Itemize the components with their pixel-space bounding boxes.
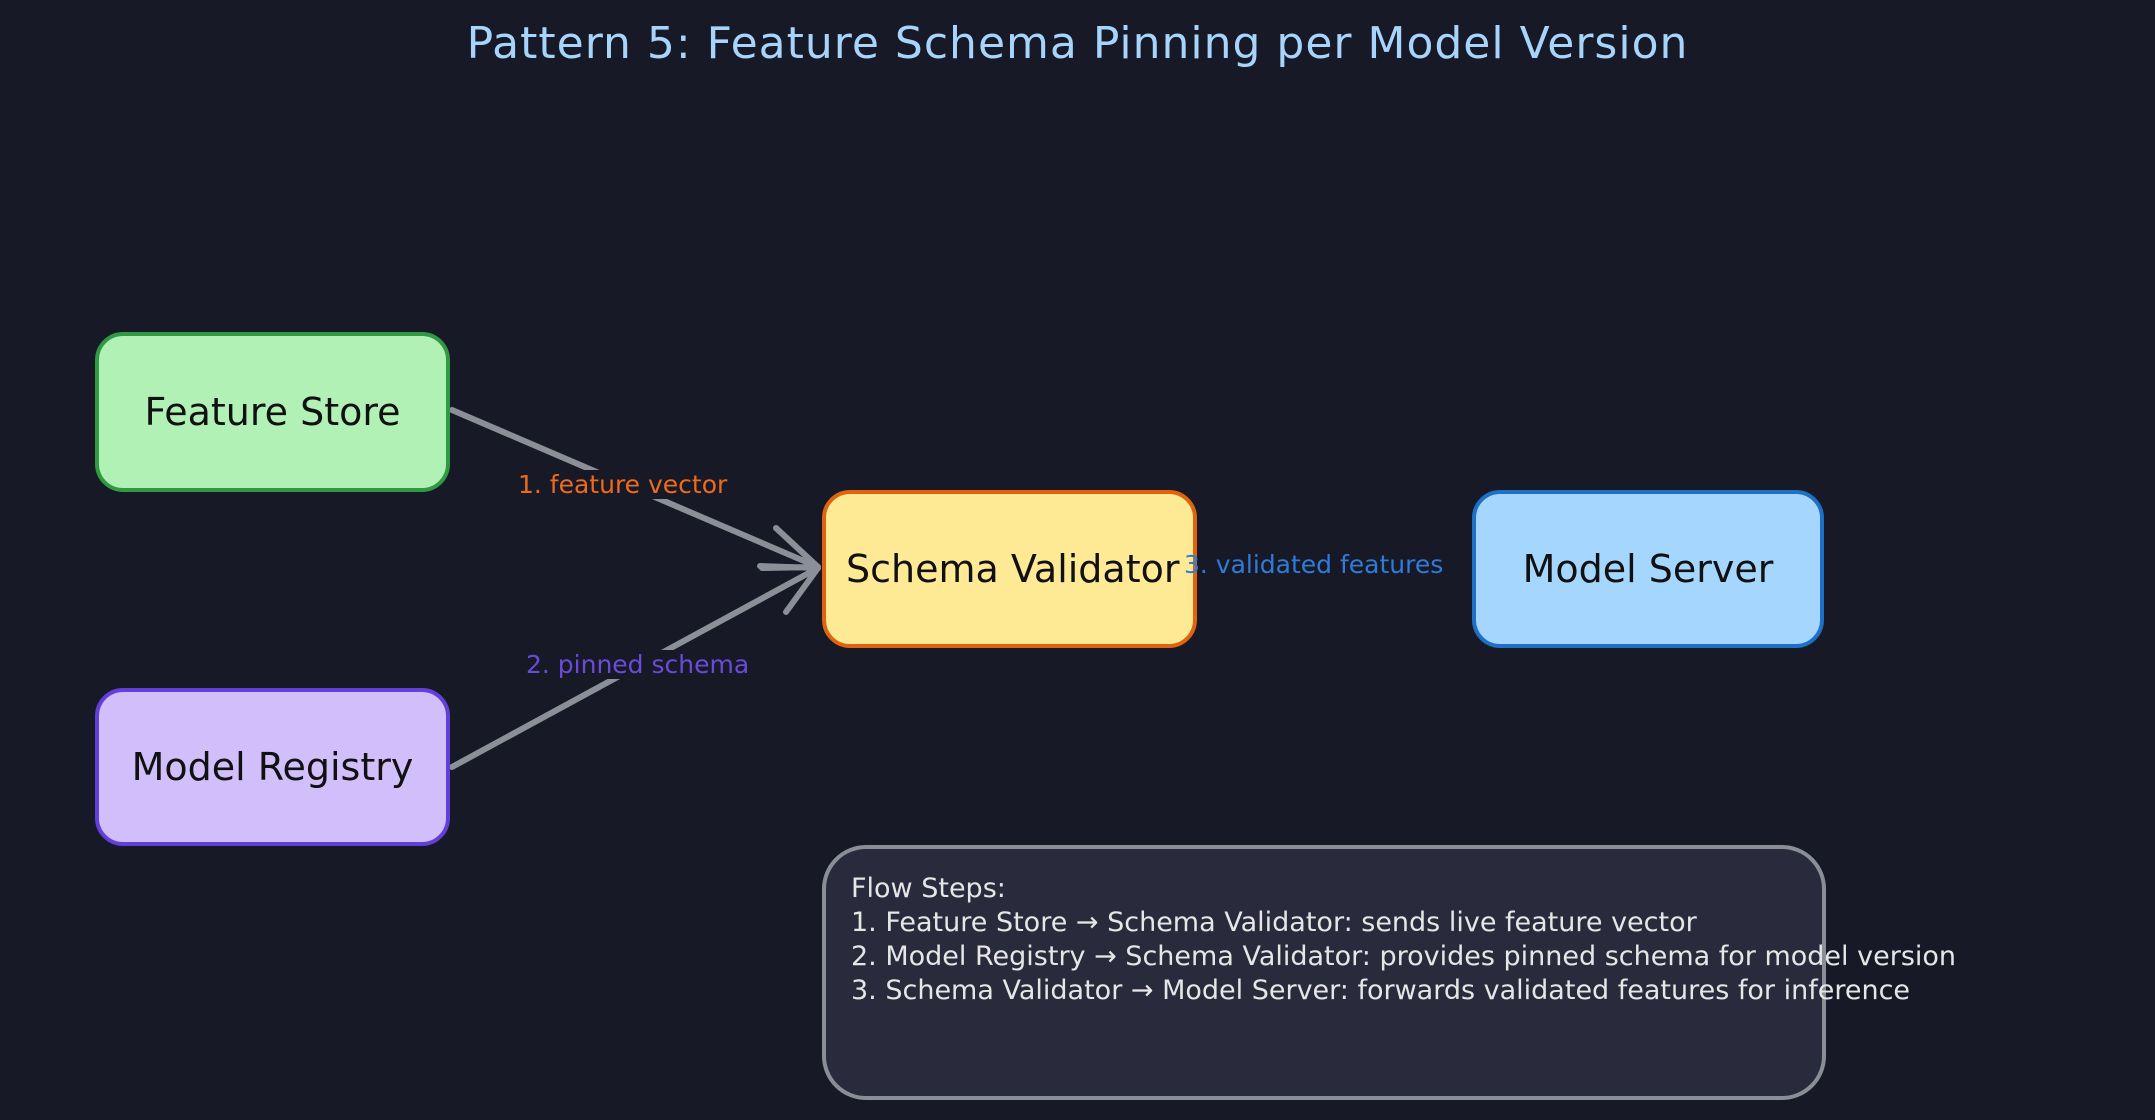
schema-validator-label: Schema Validator [846, 547, 1180, 591]
model-server-label: Model Server [1522, 547, 1774, 591]
arrowhead-pinned-schema [757, 563, 821, 615]
flow-steps-box [822, 845, 1826, 1100]
schema-validator-node[interactable]: Schema Validator [822, 490, 1197, 648]
feature-store-label: Feature Store [144, 390, 401, 434]
model-registry-label: Model Registry [131, 745, 414, 789]
edge-label-validated-features: 3. validated features [1184, 550, 1444, 579]
model-server-node[interactable]: Model Server [1472, 490, 1824, 648]
flow-step-2: 2. Model Registry → Schema Validator: pr… [851, 941, 1957, 972]
edge-label-feature-vector: 1. feature vector [514, 470, 732, 499]
flow-steps-heading: Flow Steps: [851, 873, 1006, 904]
flow-steps-text: Flow Steps: 1. Feature Store → Schema Va… [851, 872, 1956, 1008]
model-registry-node[interactable]: Model Registry [95, 688, 450, 846]
flow-step-1: 1. Feature Store → Schema Validator: sen… [851, 907, 1697, 938]
diagram-title: Pattern 5: Feature Schema Pinning per Mo… [466, 18, 1689, 69]
feature-store-node[interactable]: Feature Store [95, 332, 450, 492]
edge-label-pinned-schema: 2. pinned schema [522, 650, 754, 679]
flow-step-3: 3. Schema Validator → Model Server: forw… [851, 975, 1911, 1006]
diagram-canvas: Pattern 5: Feature Schema Pinning per Mo… [95, 18, 1957, 1100]
